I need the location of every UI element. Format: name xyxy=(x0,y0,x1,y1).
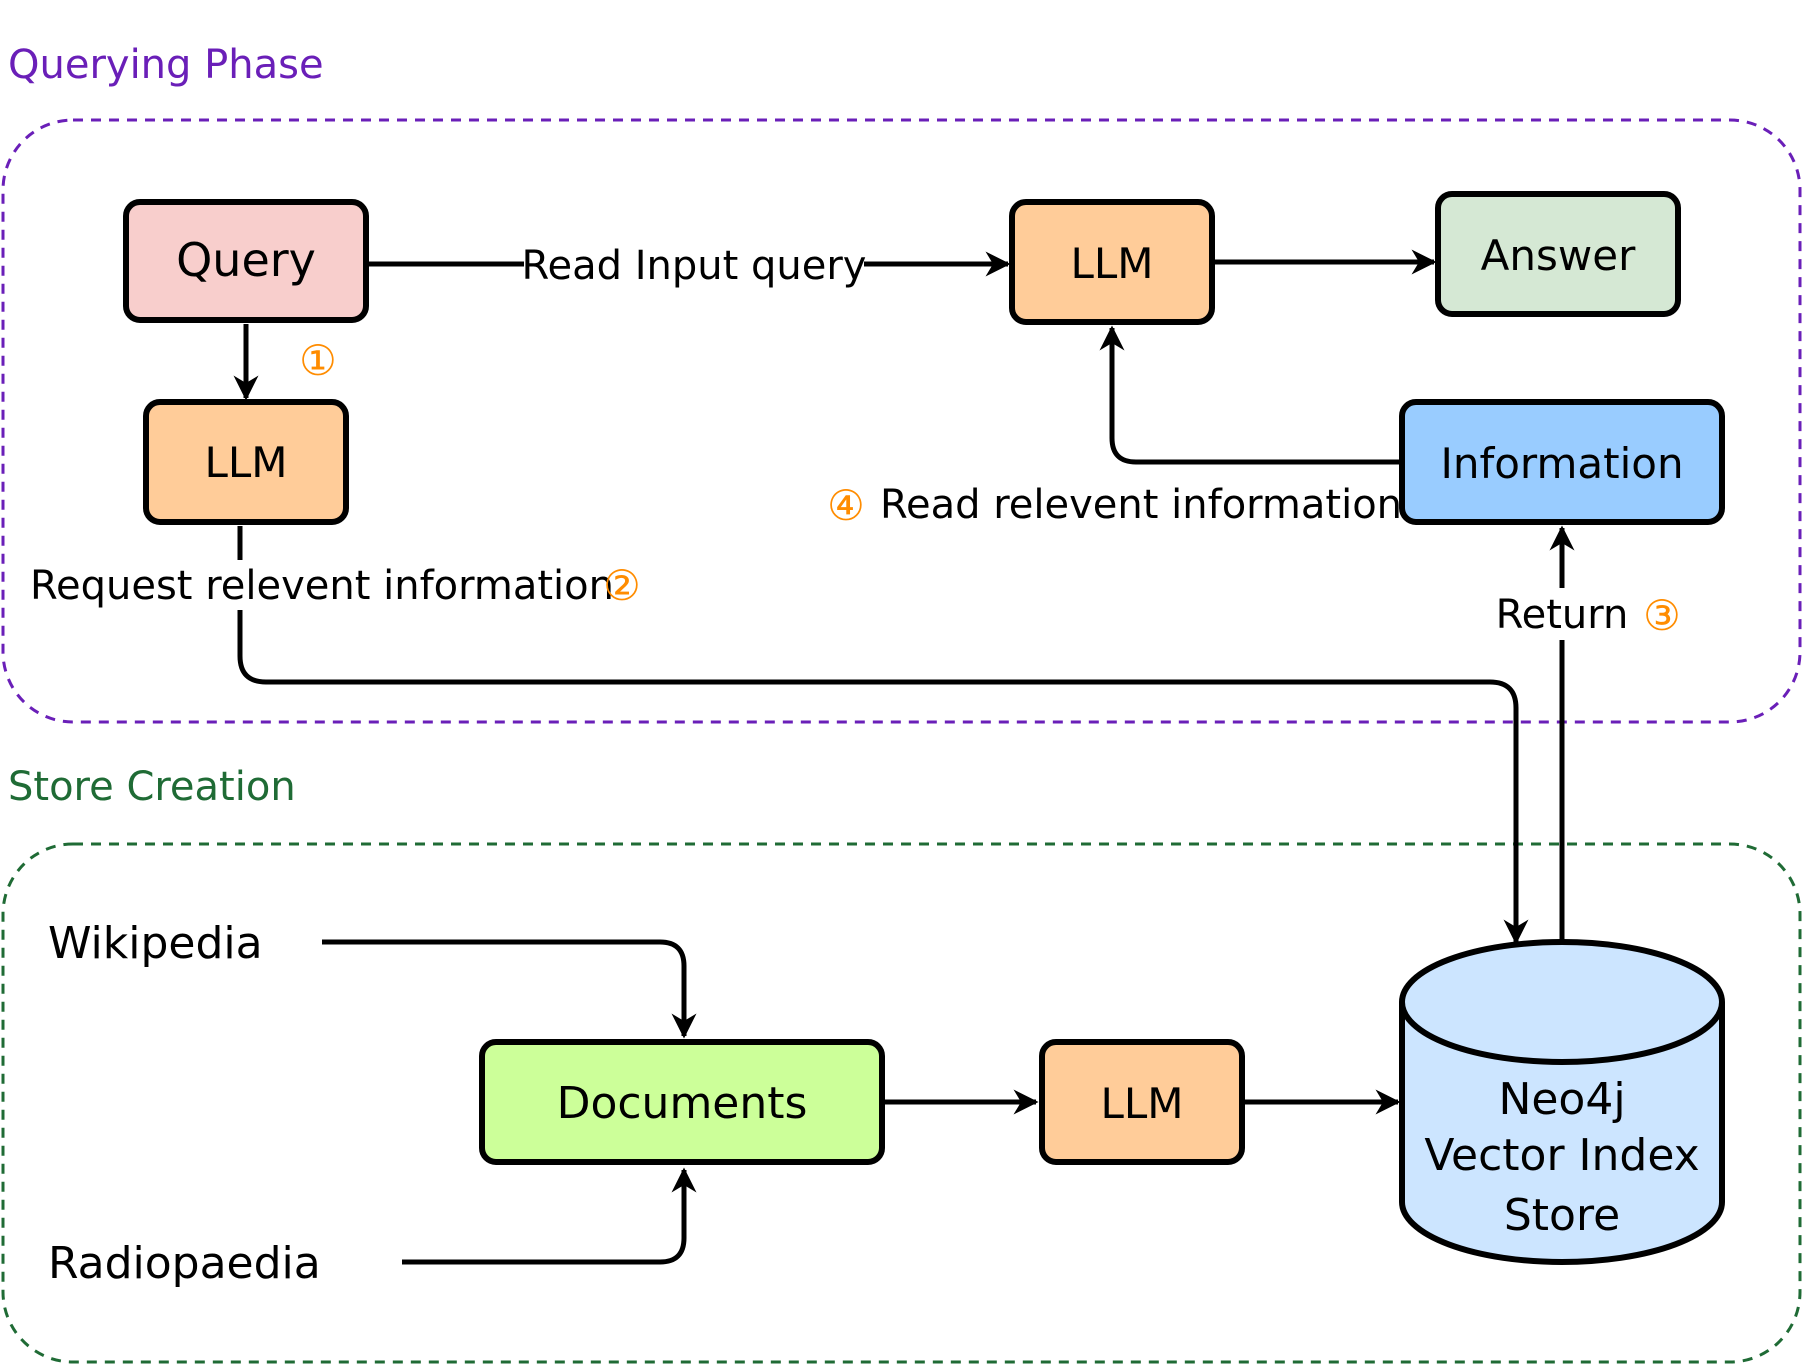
edge-request-information xyxy=(237,526,1529,945)
query-node: Query xyxy=(123,199,369,323)
llm-answer-node-label: LLM xyxy=(1070,239,1153,288)
database-cylinder-icon xyxy=(1399,939,1725,1265)
source-wikipedia: Wikipedia xyxy=(48,918,263,969)
query-node-label: Query xyxy=(176,233,316,287)
querying-phase-title: Querying Phase xyxy=(8,42,324,88)
store-label-line2: Vector Index xyxy=(1424,1130,1699,1181)
information-node-label: Information xyxy=(1440,439,1683,488)
llm-embed-node-label: LLM xyxy=(1100,1079,1183,1128)
edge-label-bg xyxy=(524,238,864,290)
edge-radiopaedia-to-documents xyxy=(402,1167,697,1265)
edge-information-to-llm xyxy=(1099,325,1402,465)
edge-label-read-relevant-information: Read relevent information xyxy=(880,482,1402,528)
store-label-line3: Store xyxy=(1504,1190,1620,1241)
store-creation-container xyxy=(1,842,1802,1364)
llm-answer-node: LLM xyxy=(1009,199,1215,325)
step-marker-2: ② xyxy=(603,561,641,610)
store-creation-title: Store Creation xyxy=(8,764,296,810)
answer-node: Answer xyxy=(1435,191,1681,317)
documents-node-label: Documents xyxy=(557,1078,808,1129)
edge-label-bg xyxy=(1494,588,1690,640)
answer-node-label: Answer xyxy=(1481,231,1636,280)
step-marker-3: ③ xyxy=(1643,591,1681,640)
source-radiopaedia: Radiopaedia xyxy=(48,1238,321,1289)
llm-embed-node: LLM xyxy=(1039,1039,1245,1165)
edge-label-return: Return xyxy=(1496,592,1629,638)
database-cylinder-top xyxy=(1399,1001,1725,1065)
edge-label-read-input-query: Read Input query xyxy=(522,243,867,289)
edge-label-bg xyxy=(26,560,652,610)
neo4j-vector-store-node: Neo4j Vector Index Store xyxy=(1399,939,1725,1265)
step-marker-4: ④ xyxy=(827,481,865,530)
llm-router-node-label: LLM xyxy=(204,438,287,487)
documents-node: Documents xyxy=(479,1039,885,1165)
llm-router-node: LLM xyxy=(143,399,349,525)
edge-label-request-relevant-information: Request relevent information xyxy=(30,563,614,609)
step-marker-1: ① xyxy=(299,336,337,385)
information-node: Information xyxy=(1399,399,1725,525)
store-label-line1: Neo4j xyxy=(1498,1074,1625,1125)
querying-phase-container xyxy=(1,118,1802,724)
edge-wikipedia-to-documents xyxy=(322,939,697,1039)
